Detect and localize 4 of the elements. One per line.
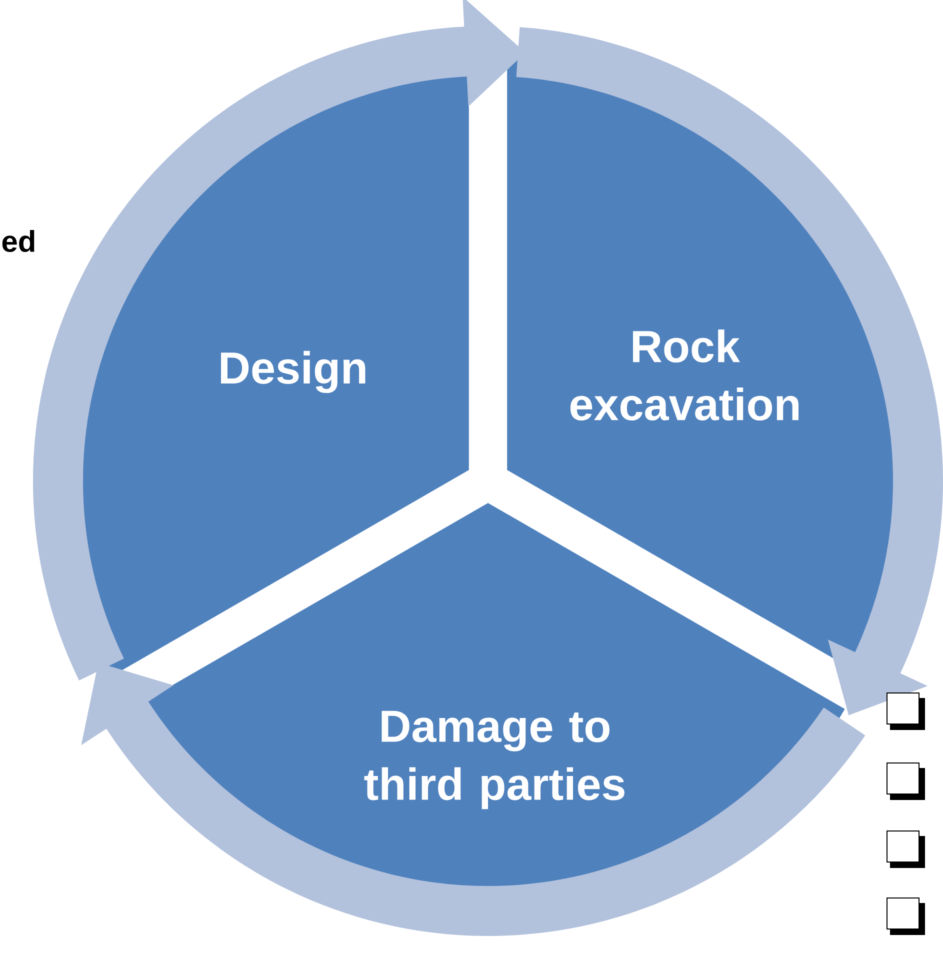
- node-label: Design: [221, 350, 366, 394]
- node-label: Damage to third parties: [364, 710, 624, 810]
- curved-arrow: [516, 27, 943, 716]
- node-label: Rock excavation: [570, 329, 799, 421]
